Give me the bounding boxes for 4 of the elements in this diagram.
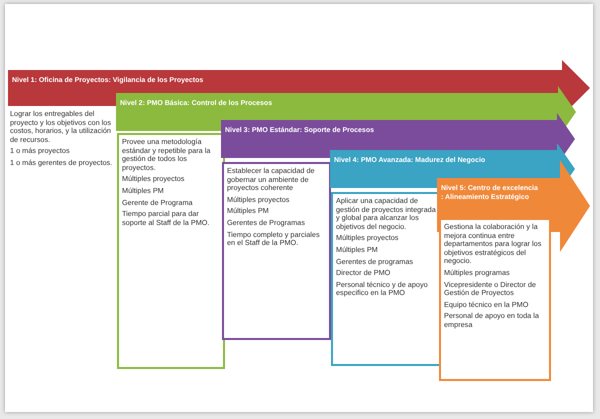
description-card xyxy=(117,133,225,369)
description-card xyxy=(222,162,331,340)
description-card xyxy=(439,218,551,381)
description-card xyxy=(331,192,441,366)
